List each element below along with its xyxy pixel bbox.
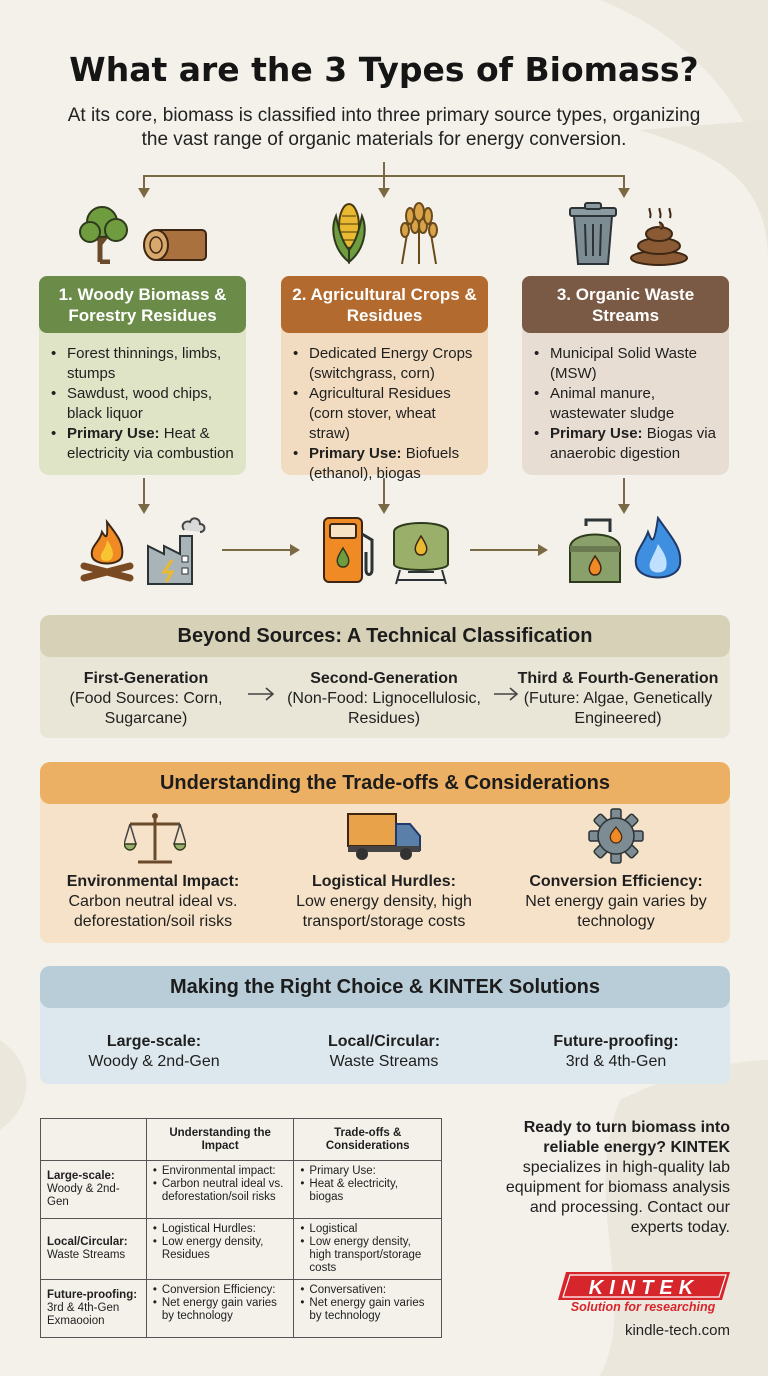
biofuel-tank-icon	[393, 522, 449, 585]
table-cell: Environmental impact:Carbon neutral idea…	[145, 1160, 295, 1219]
tradeoff-name: Logistical Hurdles:	[311, 873, 457, 890]
tradeoff-name: Conversion Efficiency:	[529, 873, 703, 890]
generation-desc: (Future: Algae, Genetically Engineered)	[523, 690, 713, 727]
table-cell: Conversion Efficiency:Net energy gain va…	[145, 1279, 295, 1338]
table-row-label: Local/Circular:Waste Streams	[40, 1218, 147, 1280]
gear-icon	[588, 808, 644, 864]
table-header-cell	[40, 1118, 147, 1161]
website-link[interactable]: kindle-tech.com	[624, 1322, 730, 1339]
choice-local-circular: Local/Circular: Waste Streams	[294, 1032, 474, 1072]
tree-icon	[79, 206, 128, 264]
choice-name: Large-scale:	[106, 1033, 202, 1050]
campfire-icon	[80, 518, 134, 582]
category-3-item: Municipal Solid Waste (MSW)	[534, 344, 721, 384]
choice-name: Local/Circular:	[327, 1033, 441, 1050]
generation-desc: (Food Sources: Corn, Sugarcane)	[69, 690, 223, 727]
category-3-title: 3. Organic Waste Streams	[522, 276, 729, 333]
category-2-item: Agricultural Residues (corn stover, whea…	[293, 384, 480, 444]
generation-3: Third & Fourth-Generation (Future: Algae…	[514, 669, 722, 729]
generation-name: Third & Fourth-Generation	[517, 670, 719, 687]
category-3-card: Municipal Solid Waste (MSW) Animal manur…	[522, 320, 729, 475]
wheat-icon	[400, 202, 438, 265]
technical-panel	[40, 650, 730, 738]
category-1-item: Sawdust, wood chips, black liquor	[51, 384, 238, 424]
category-2-primary-use: Primary Use: Biofuels (ethanol), biogas	[293, 444, 480, 484]
category-1-item: Forest thinnings, limbs, stumps	[51, 344, 238, 384]
cta-text: Ready to turn biomass into reliable ener…	[478, 1118, 730, 1238]
manure-icon	[630, 208, 688, 266]
generation-arrows	[248, 687, 519, 701]
category-3-item: Animal manure, wastewater sludge	[534, 384, 721, 424]
category-1-primary-use: Primary Use: Heat & electricity via comb…	[51, 424, 238, 464]
table-header-cell: Trade-offs & Considerations	[293, 1118, 442, 1161]
fuel-pump-icon	[323, 517, 374, 583]
choice-desc: Waste Streams	[329, 1053, 439, 1070]
category-2-item: Dedicated Energy Crops (switchgrass, cor…	[293, 344, 480, 384]
digester-icon	[569, 518, 621, 583]
table-cell: Logistical Hurdles:Low energy density, R…	[145, 1218, 295, 1280]
generation-desc: (Non-Food: Lignocellulosic, Residues)	[287, 690, 481, 727]
choice-title: Making the Right Choice & KINTEK Solutio…	[40, 966, 730, 1008]
generation-1: First-Generation (Food Sources: Corn, Su…	[64, 669, 228, 729]
category-1-card: Forest thinnings, limbs, stumps Sawdust,…	[39, 320, 246, 475]
log-icon	[143, 229, 207, 261]
tradeoff-desc: Net energy gain varies by technology	[525, 893, 707, 930]
generation-name: First-Generation	[83, 670, 209, 687]
table-header-cell: Understanding the Impact	[145, 1118, 295, 1161]
table-row: Local/Circular:Waste Streams Logistical …	[40, 1218, 442, 1280]
table-cell: LogisticalLow energy density, high trans…	[293, 1218, 442, 1280]
choice-desc: 3rd & 4th-Gen	[565, 1053, 667, 1070]
tradeoff-desc: Low energy density, high transport/stora…	[296, 893, 472, 930]
primary-use-label: Primary Use:	[550, 425, 643, 442]
cta-body: specializes in high-quality lab equipmen…	[505, 1159, 730, 1236]
tradeoff-desc: Carbon neutral ideal vs. deforestation/s…	[68, 893, 238, 930]
table-row-label: Large-scale:Woody & 2nd-Gen	[40, 1160, 147, 1219]
tradeoff-efficiency: Conversion Efficiency: Net energy gain v…	[514, 872, 718, 932]
category-3-primary-use: Primary Use: Biogas via anaerobic digest…	[534, 424, 721, 464]
category-2-title: 2. Agricultural Crops & Residues	[281, 276, 488, 333]
page-subtitle: At its core, biomass is classified into …	[67, 105, 701, 150]
branch-arrows	[138, 162, 630, 198]
primary-use-text: Biofuels (ethanol), biogas	[309, 445, 460, 482]
primary-use-text: Heat & electricity via combustion	[67, 425, 234, 462]
choice-desc: Woody & 2nd-Gen	[88, 1053, 220, 1070]
gas-flame-icon	[634, 516, 682, 579]
cta-bold: Ready to turn biomass into reliable ener…	[523, 1119, 730, 1156]
page-title: What are the 3 Types of Biomass?	[69, 50, 699, 89]
choice-future-proofing: Future-proofing: 3rd & 4th-Gen	[526, 1032, 706, 1072]
generation-name: Second-Generation	[310, 670, 458, 687]
choice-large-scale: Large-scale: Woody & 2nd-Gen	[64, 1032, 244, 1072]
category-1-title: 1. Woody Biomass & Forestry Residues	[39, 276, 246, 333]
brand-name: KINTEK	[589, 1277, 699, 1299]
corn-icon	[332, 203, 366, 265]
kintek-logo[interactable]: KINTEK	[556, 1270, 732, 1302]
trash-can-icon	[569, 202, 617, 265]
tradeoff-name: Environmental Impact:	[66, 873, 240, 890]
tradeoff-logistical: Logistical Hurdles: Low energy density, …	[284, 872, 484, 932]
primary-use-text: Biogas via anaerobic digestion	[550, 425, 716, 462]
power-plant-icon	[147, 517, 206, 585]
primary-use-label: Primary Use:	[309, 445, 402, 462]
brand-tagline: Solution for researching	[570, 1300, 716, 1314]
table-cell: Conversativen:Net energy gain varies by …	[293, 1279, 442, 1338]
tradeoff-environmental: Environmental Impact: Carbon neutral ide…	[56, 872, 250, 932]
table-row: Large-scale:Woody & 2nd-Gen Environmenta…	[40, 1160, 442, 1219]
choice-panel	[40, 1000, 730, 1084]
category-2-card: Dedicated Energy Crops (switchgrass, cor…	[281, 320, 488, 482]
primary-use-label: Primary Use:	[67, 425, 160, 442]
choice-name: Future-proofing:	[553, 1033, 679, 1050]
table-cell: Primary Use:Heat & electricity, biogas	[293, 1160, 442, 1219]
truck-icon	[347, 813, 421, 860]
summary-table: Understanding the Impact Trade-offs & Co…	[40, 1118, 442, 1338]
tradeoffs-title: Understanding the Trade-offs & Considera…	[40, 762, 730, 804]
table-header-row: Understanding the Impact Trade-offs & Co…	[40, 1118, 442, 1161]
generation-2: Second-Generation (Non-Food: Lignocellul…	[284, 669, 484, 729]
technical-title: Beyond Sources: A Technical Classificati…	[40, 615, 730, 657]
scales-icon	[124, 813, 186, 864]
flow-arrows	[138, 478, 630, 556]
